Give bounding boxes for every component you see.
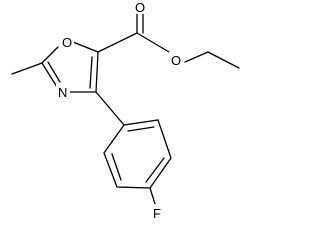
- bond-c5-carbonyl: [97, 32, 138, 53]
- atom-label-ester-oxygen: O: [171, 53, 181, 68]
- phenyl-ring: [103, 119, 172, 189]
- atom-label-ester-oxygen-group: O: [169, 52, 184, 68]
- atom-label-carbonyl-oxygen: O: [135, 0, 145, 15]
- bond-c-f: [149, 187, 157, 208]
- bond-c4-c5: [95, 51, 99, 93]
- bond-carbonyl-ester-oxygen: [136, 32, 170, 53]
- bond-methyl-c2: [11, 62, 43, 75]
- bond-c2-n3: [41, 62, 58, 88]
- atom-label-ring-oxygen-group: O: [60, 34, 74, 50]
- atom-label-ring-oxygen: O: [62, 35, 72, 50]
- atom-label-ring-nitrogen-group: N: [56, 84, 70, 100]
- bond-c2-o1: [41, 46, 59, 64]
- bond-o1-c5: [72, 41, 99, 53]
- bond-c4-c5-double: [89, 56, 93, 89]
- phenyl-double-1: [127, 126, 155, 132]
- atom-label-fluorine: F: [153, 206, 161, 221]
- atom-label-ring-nitrogen: N: [58, 85, 67, 100]
- bond-c4-phenyl: [95, 91, 125, 126]
- phenyl-double-2: [145, 157, 165, 183]
- atom-label-carbonyl-oxygen-group: O: [133, 0, 147, 15]
- phenyl-double-3: [111, 153, 122, 181]
- bond-ch2-ch3: [207, 51, 240, 69]
- bond-c2-n3-double: [47, 61, 61, 83]
- chemical-structure-diagram: O N O O F: [11, 0, 240, 221]
- atom-label-fluorine-group: F: [150, 204, 164, 221]
- structure-canvas: O N O O F: [11, 0, 240, 221]
- bond-ester-oxygen-ch2: [184, 51, 209, 63]
